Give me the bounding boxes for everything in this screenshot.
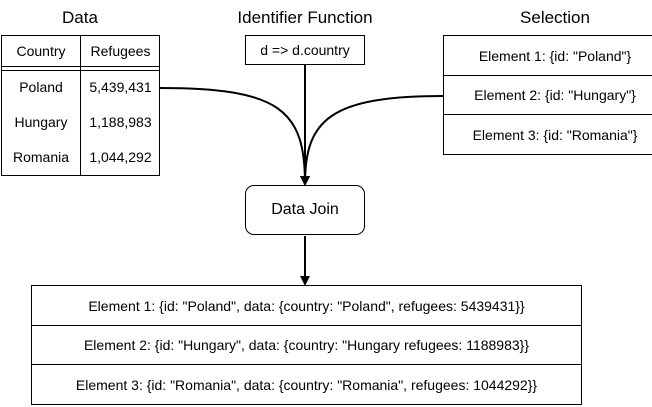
selection-item: Element 2: {id: "Hungary"} — [444, 76, 652, 115]
data-join-box: Data Join — [245, 185, 365, 235]
selection-to-join-arrow — [300, 95, 444, 186]
identifier-function-code: d => d.country — [260, 42, 350, 58]
column-header-refugees: Refugees — [90, 43, 151, 59]
selection-list: Element 1: {id: "Poland"} Element 2: {id… — [443, 35, 652, 155]
table-cell-refugees: 1,188,983 — [89, 114, 152, 130]
identifier-function-box: d => d.country — [245, 35, 365, 65]
selection-item: Element 3: {id: "Romania"} — [472, 126, 638, 143]
table-cell-country: Romania — [12, 149, 70, 165]
table-cell-refugees: 1,044,292 — [89, 149, 152, 165]
column-divider — [80, 36, 81, 175]
identifier-function-heading: Identifier Function — [237, 8, 373, 27]
data-join-label: Data Join — [271, 201, 339, 218]
result-list: Element 1: {id: "Poland", data: {country… — [31, 285, 582, 405]
table-cell-refugees: 5,439,431 — [89, 79, 152, 95]
data-heading: Data — [62, 8, 98, 27]
header-underline — [2, 66, 159, 67]
selection-heading: Selection — [520, 8, 590, 27]
header-underline-double — [2, 70, 159, 71]
data-to-join-arrow — [159, 87, 310, 186]
column-header-country: Country — [16, 43, 66, 59]
selection-item: Element 1: {id: "Poland"} — [444, 36, 652, 76]
result-item: Element 2: {id: "Hungary", data: {countr… — [32, 326, 581, 365]
data-table: Country Refugees Poland 5,439,431 Hungar… — [1, 35, 160, 176]
result-item: Element 1: {id: "Poland", data: {country… — [32, 286, 581, 326]
table-cell-country: Hungary — [14, 114, 68, 130]
result-item: Element 3: {id: "Romania", data: {countr… — [75, 376, 538, 393]
table-cell-country: Poland — [19, 79, 63, 95]
